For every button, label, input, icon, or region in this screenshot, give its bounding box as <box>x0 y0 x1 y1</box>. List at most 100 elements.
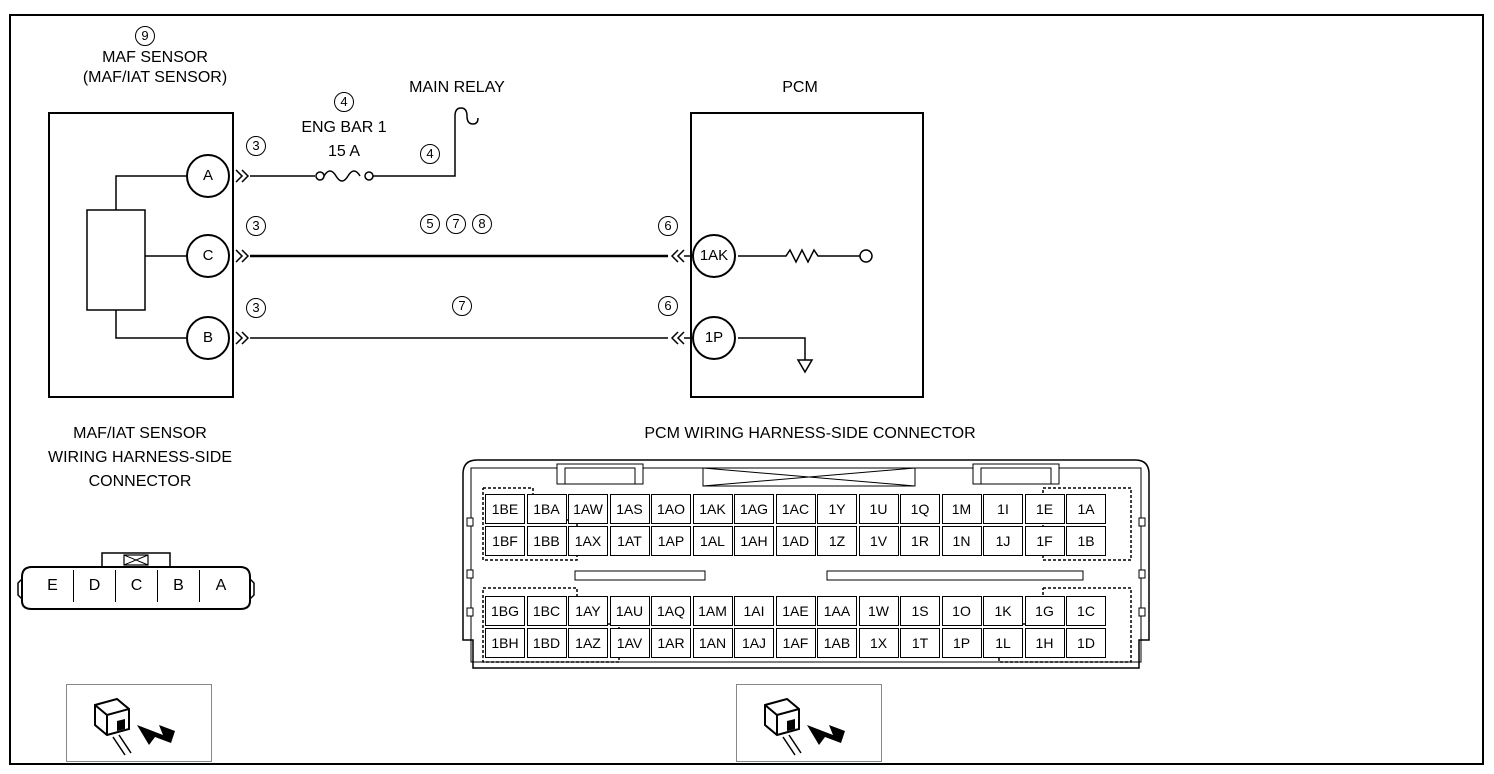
ground-symbol <box>796 359 814 374</box>
pcm-connector-caption: PCM WIRING HARNESS-SIDE CONNECTOR <box>644 425 976 442</box>
fuse-terminal-left <box>315 171 325 181</box>
maf-connector-caption-line3: CONNECTOR <box>88 473 192 490</box>
pcm-conn-pin-1bb: 1BB <box>526 526 567 556</box>
pcm-pin-1p: 1P <box>692 316 736 360</box>
ref-circle-9: 9 <box>135 26 155 46</box>
maf-title-line2: (MAF/IAT SENSOR) <box>82 69 228 86</box>
pcm-conn-pin-1ay: 1AY <box>568 596 608 626</box>
pcm-pin-1ak: 1AK <box>692 234 736 278</box>
maf-conn-pin-e: E <box>32 570 74 602</box>
pcm-conn-pin-1m: 1M <box>941 494 982 524</box>
ref-circle-5: 5 <box>420 214 440 234</box>
pcm-conn-pin-1au: 1AU <box>609 596 650 626</box>
maf-conn-pin-b: B <box>158 570 200 602</box>
pcm-conn-pin-1ap: 1AP <box>651 526 691 556</box>
pcm-resistor <box>738 248 860 264</box>
diagram-frame <box>9 14 1484 765</box>
pcm-conn-pin-1bh: 1BH <box>485 628 525 658</box>
pcm-conn-pin-1ak: 1AK <box>692 494 733 524</box>
maf-title-line1: MAF SENSOR <box>102 49 208 66</box>
pcm-conn-pin-1ba: 1BA <box>526 494 567 524</box>
pcm-conn-pin-1k: 1K <box>983 596 1023 626</box>
ref-circle-7-c: 7 <box>446 214 466 234</box>
ref-circle-7-b: 7 <box>452 296 472 316</box>
pcm-conn-pin-1e: 1E <box>1024 494 1065 524</box>
connector-view-icon-right <box>736 684 882 762</box>
pcm-conn-pin-1ab: 1AB <box>817 628 857 658</box>
pcm-conn-pin-1r: 1R <box>900 526 940 556</box>
pcm-conn-pin-1bc: 1BC <box>526 596 567 626</box>
pcm-conn-pin-1be: 1BE <box>485 494 525 524</box>
pcm-conn-pin-1ai: 1AI <box>734 596 774 626</box>
pcm-conn-pin-1am: 1AM <box>692 596 733 626</box>
pcm-conn-pin-1an: 1AN <box>692 628 733 658</box>
pcm-conn-pin-1d: 1D <box>1066 628 1106 658</box>
pcm-conn-pin-1bg: 1BG <box>485 596 525 626</box>
fuse-name: ENG BAR 1 <box>301 119 387 136</box>
pcm-conn-pin-1a: 1A <box>1066 494 1106 524</box>
pcm-ground-lead <box>738 337 806 360</box>
ref-circle-8: 8 <box>472 214 492 234</box>
maf-conn-pin-a: A <box>215 577 227 594</box>
pcm-conn-pin-1s: 1S <box>900 596 940 626</box>
pcm-conn-pin-1bd: 1BD <box>526 628 567 658</box>
pcm-conn-pin-1ae: 1AE <box>775 596 816 626</box>
pcm-reference-terminal <box>859 249 873 263</box>
pcm-conn-pin-1j: 1J <box>983 526 1023 556</box>
maf-pin-c: C <box>186 234 230 278</box>
pcm-conn-pin-1q: 1Q <box>900 494 940 524</box>
ref-circle-3-b: 3 <box>246 298 266 318</box>
pcm-conn-pin-1aa: 1AA <box>817 596 857 626</box>
wire-to-relay <box>373 116 456 177</box>
pcm-label: PCM <box>782 79 818 96</box>
pcm-conn-pin-1h: 1H <box>1024 628 1065 658</box>
maf-connector-chevrons <box>235 169 250 345</box>
sensor-lead-b <box>115 310 186 339</box>
pcm-conn-pin-1u: 1U <box>858 494 899 524</box>
pcm-conn-pin-1z: 1Z <box>817 526 857 556</box>
fuse-rating: 15 A <box>327 143 361 160</box>
maf-conn-pin-d: D <box>74 570 116 602</box>
pcm-conn-pin-1ah: 1AH <box>734 526 774 556</box>
connector-view-icon <box>764 697 845 756</box>
connector-view-icon-left <box>66 684 212 762</box>
ref-circle-6-1p: 6 <box>658 296 678 316</box>
pcm-conn-pin-1i: 1I <box>983 494 1023 524</box>
pcm-conn-pin-1as: 1AS <box>609 494 650 524</box>
pcm-conn-pin-1b: 1B <box>1066 526 1106 556</box>
pcm-conn-pin-1aq: 1AQ <box>651 596 691 626</box>
pcm-conn-pin-1ax: 1AX <box>568 526 608 556</box>
pcm-conn-pin-1y: 1Y <box>817 494 857 524</box>
maf-connector-caption-line1: MAF/IAT SENSOR <box>73 425 207 442</box>
pcm-connector-chevrons <box>670 249 685 345</box>
pcm-conn-pin-1x: 1X <box>858 628 899 658</box>
maf-pin-b: B <box>186 316 230 360</box>
pcm-conn-pin-1aj: 1AJ <box>734 628 774 658</box>
pcm-conn-pin-1aw: 1AW <box>568 494 608 524</box>
maf-harness-connector: E D C B A <box>17 552 255 610</box>
sensor-lead-a <box>115 175 186 210</box>
ref-circle-4-relay: 4 <box>420 144 440 164</box>
ref-circle-3-c: 3 <box>246 216 266 236</box>
pcm-conn-pin-1ad: 1AD <box>775 526 816 556</box>
pcm-conn-pin-1ar: 1AR <box>651 628 691 658</box>
fuse-terminal-right <box>364 171 374 181</box>
maf-pin-a: A <box>186 154 230 198</box>
connector-view-icon <box>94 697 175 756</box>
ref-circle-3-a: 3 <box>246 136 266 156</box>
pcm-conn-pin-1l: 1L <box>983 628 1023 658</box>
maf-connector-caption-line2: WIRING HARNESS-SIDE <box>47 449 232 466</box>
maf-sensor-box <box>48 112 234 398</box>
pcm-conn-pin-1av: 1AV <box>609 628 650 658</box>
ref-circle-6-1ak: 6 <box>658 216 678 236</box>
pcm-conn-pin-1az: 1AZ <box>568 628 608 658</box>
maf-conn-pin-c: C <box>116 570 158 602</box>
pcm-conn-pin-1t: 1T <box>900 628 940 658</box>
pcm-conn-pin-1w: 1W <box>858 596 899 626</box>
pcm-conn-pin-1at: 1AT <box>609 526 650 556</box>
pcm-conn-pin-1n: 1N <box>941 526 982 556</box>
ref-circle-4-fuse: 4 <box>334 92 354 112</box>
